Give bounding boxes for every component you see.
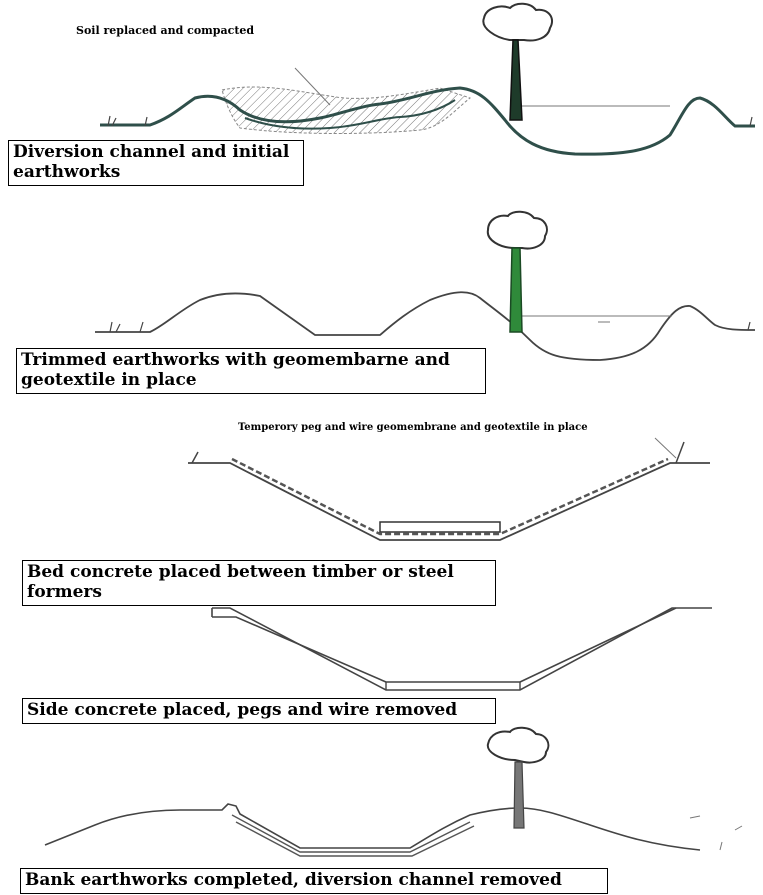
channel-bed-line-stage-1 — [244, 99, 456, 130]
annotation-peg-wire: Temperory peg and wire geomembrane and g… — [238, 422, 588, 433]
bed-former — [379, 521, 501, 533]
annotation-soil-replaced: Soil replaced and compacted — [76, 24, 255, 37]
grass-tuft — [107, 115, 753, 127]
stage-5-drawing — [44, 726, 743, 857]
stage-1-drawing — [100, 2, 755, 156]
leader-line-soil — [294, 67, 331, 106]
tree-stage-5 — [486, 726, 550, 829]
ground-profile-stage-2 — [95, 291, 756, 361]
caption-stage-4: Side concrete placed, pegs and wire remo… — [22, 698, 496, 724]
ground-profile-stage-1 — [100, 86, 755, 156]
grass-tuft — [109, 321, 751, 333]
ground-profile-stage-5 — [44, 803, 701, 851]
concrete-lining-inner — [212, 607, 677, 683]
grass-tuft — [689, 815, 743, 851]
caption-stage-2: Trimmed earthworks with geomembarne and … — [16, 348, 486, 394]
tree-stage-2 — [486, 210, 548, 333]
leader-line-peg — [654, 437, 677, 459]
geomembrane-line — [231, 457, 669, 536]
concrete-lining-stage-5 — [231, 814, 475, 857]
left-peg — [191, 451, 199, 464]
caption-stage-3: Bed concrete placed between timber or st… — [22, 560, 496, 606]
caption-stage-5: Bank earthworks completed, diversion cha… — [20, 868, 608, 894]
stage-2-drawing — [95, 210, 756, 361]
concrete-lining-outer — [212, 607, 712, 691]
caption-stage-1: Diversion channel and initial earthworks — [8, 140, 304, 186]
stage-4-drawing — [211, 607, 712, 691]
right-peg — [675, 441, 685, 464]
stage-3-drawing — [188, 437, 710, 541]
tree-stage-1 — [482, 2, 554, 121]
